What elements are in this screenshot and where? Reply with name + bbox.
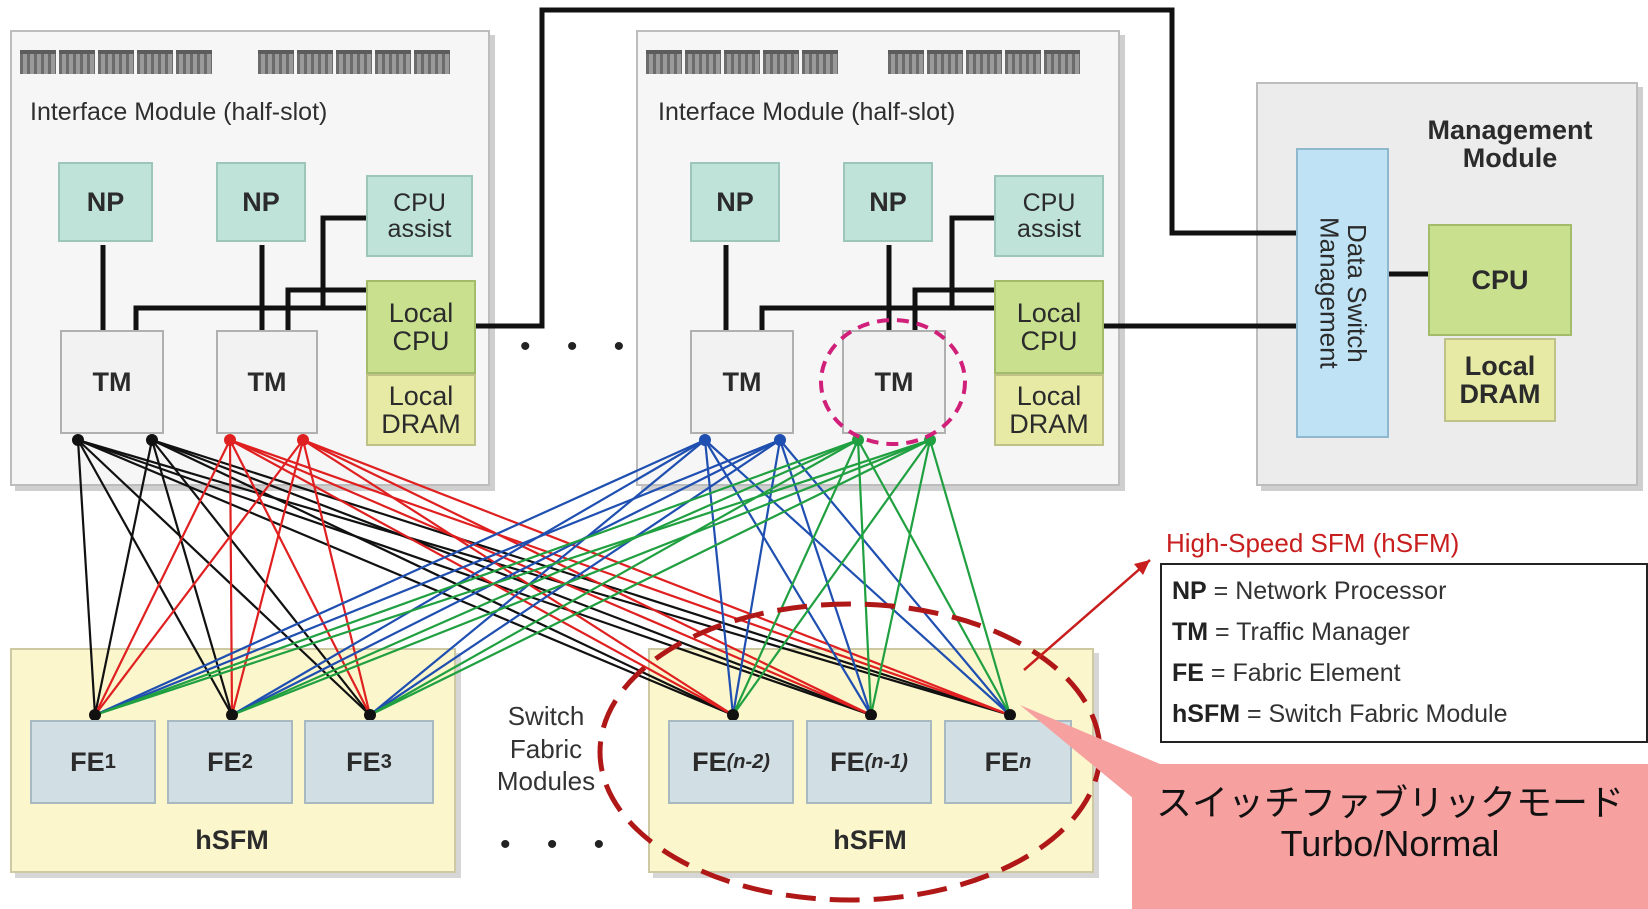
fe-label: FE bbox=[346, 746, 381, 777]
cpu-assist-block: CPU assist bbox=[994, 175, 1104, 257]
port-connector bbox=[763, 50, 799, 74]
arrow-head bbox=[1134, 560, 1150, 575]
port-connector bbox=[1005, 50, 1041, 74]
fe-subscript: (n-1) bbox=[864, 750, 908, 773]
port-connector bbox=[336, 50, 372, 74]
module-ellipsis: • • • bbox=[520, 330, 639, 363]
port-connector bbox=[98, 50, 134, 74]
port-connector bbox=[258, 50, 294, 74]
tm-block-highlighted: TM bbox=[842, 330, 946, 434]
interface-module-title: Interface Module (half-slot) bbox=[658, 98, 956, 126]
legend-text: = Switch Fabric Module bbox=[1240, 700, 1508, 728]
port-connector bbox=[297, 50, 333, 74]
port-connector bbox=[137, 50, 173, 74]
callout-line-2: Turbo/Normal bbox=[1280, 823, 1500, 865]
sfm-ellipsis: • • • bbox=[500, 828, 619, 861]
port-strip bbox=[20, 50, 212, 74]
legend-key: hSFM bbox=[1172, 700, 1241, 728]
legend-row: NP = Network Processor bbox=[1172, 571, 1636, 612]
port-connector bbox=[724, 50, 760, 74]
mgmt-local-dram-block: Local DRAM bbox=[1444, 338, 1556, 422]
port-connector bbox=[176, 50, 212, 74]
legend-row: TM = Traffic Manager bbox=[1172, 612, 1636, 653]
management-module-title: Management Module bbox=[1427, 114, 1593, 173]
hsfm-caption: hSFM bbox=[833, 825, 907, 855]
port-connector bbox=[414, 50, 450, 74]
fe-label: FE bbox=[830, 746, 865, 777]
port-strip bbox=[646, 50, 838, 74]
port-connector bbox=[1044, 50, 1080, 74]
local-cpu-block: Local CPU bbox=[366, 280, 476, 374]
legend-key: TM bbox=[1172, 618, 1209, 646]
switch-fabric-modules-caption: Switch Fabric Modules bbox=[496, 701, 596, 796]
legend-key: FE bbox=[1172, 659, 1204, 687]
port-connector bbox=[20, 50, 56, 74]
local-dram-block: Local DRAM bbox=[366, 374, 476, 446]
fe-label: FE bbox=[70, 746, 105, 777]
port-strip bbox=[888, 50, 1080, 74]
legend-box: NP = Network Processor TM = Traffic Mana… bbox=[1160, 563, 1648, 743]
port-connector bbox=[802, 50, 838, 74]
port-connector bbox=[375, 50, 411, 74]
local-dram-block: Local DRAM bbox=[994, 374, 1104, 446]
hsfm-caption: hSFM bbox=[195, 825, 269, 855]
legend-row: FE = Fabric Element bbox=[1172, 653, 1636, 694]
np-block: NP bbox=[690, 162, 780, 242]
tm-block: TM bbox=[60, 330, 164, 434]
legend-key: NP bbox=[1172, 577, 1207, 605]
port-connector bbox=[59, 50, 95, 74]
fe-subscript: 3 bbox=[380, 750, 392, 773]
legend-row: hSFM = Switch Fabric Module bbox=[1172, 694, 1636, 735]
fe-label: FE bbox=[692, 746, 727, 777]
tm-block: TM bbox=[690, 330, 794, 434]
interface-module-title: Interface Module (half-slot) bbox=[30, 98, 328, 126]
legend-title: High-Speed SFM (hSFM) bbox=[1166, 528, 1460, 558]
fe-label: FE bbox=[207, 746, 242, 777]
local-cpu-block: Local CPU bbox=[994, 280, 1104, 374]
cpu-assist-block: CPU assist bbox=[366, 175, 473, 257]
port-strip bbox=[258, 50, 450, 74]
port-connector bbox=[685, 50, 721, 74]
np-block: NP bbox=[843, 162, 933, 242]
legend-text: = Fabric Element bbox=[1203, 659, 1401, 687]
fe-block: FE(n-1) bbox=[806, 720, 932, 804]
fe-subscript: 2 bbox=[241, 750, 253, 773]
port-connector bbox=[888, 50, 924, 74]
fe-subscript: (n-2) bbox=[726, 750, 770, 773]
tm-block: TM bbox=[216, 330, 318, 434]
mgmt-cpu-block: CPU bbox=[1428, 224, 1572, 336]
legend-text: = Traffic Manager bbox=[1208, 618, 1410, 646]
switch-fabric-mode-callout: スイッチファブリックモード Turbo/Normal bbox=[1132, 764, 1648, 909]
port-connector bbox=[927, 50, 963, 74]
data-switch-management-block: Data Switch Management bbox=[1296, 148, 1389, 438]
fe-subscript: n bbox=[1019, 750, 1032, 773]
legend-text: = Network Processor bbox=[1206, 577, 1447, 605]
callout-line-1: スイッチファブリックモード bbox=[1155, 782, 1624, 823]
np-block: NP bbox=[216, 162, 306, 242]
np-block: NP bbox=[58, 162, 153, 242]
fe-label: FE bbox=[984, 746, 1020, 777]
port-connector bbox=[646, 50, 682, 74]
fe-subscript: 1 bbox=[104, 750, 116, 773]
port-connector bbox=[966, 50, 1002, 74]
fe-block: FE(n-2) bbox=[668, 720, 794, 804]
